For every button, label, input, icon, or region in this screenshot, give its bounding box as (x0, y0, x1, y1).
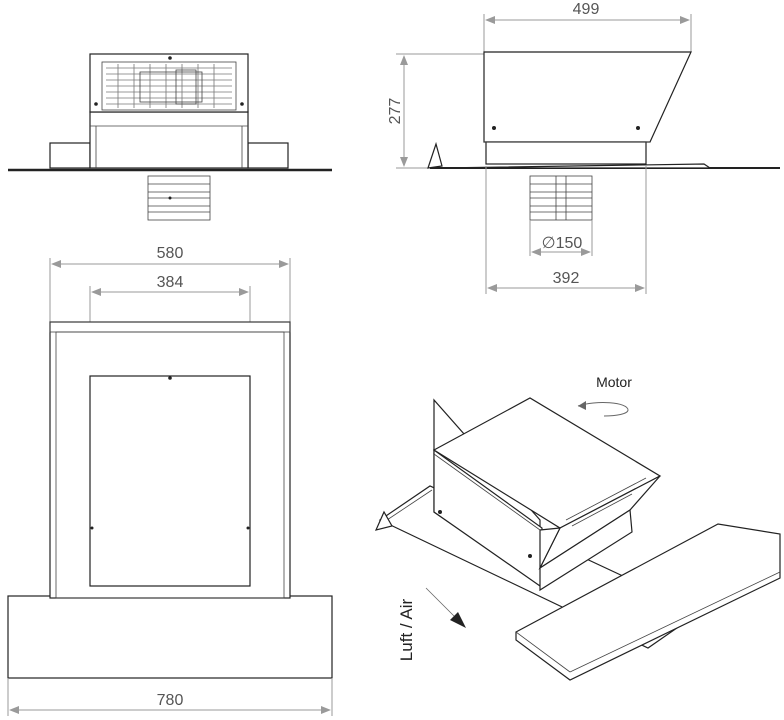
isometric-view: Motor Luft / Air (374, 374, 781, 681)
air-label: Luft / Air (397, 598, 416, 661)
dim-780: 780 (157, 692, 184, 709)
grille-icon (106, 64, 232, 108)
dim-499: 499 (573, 1, 600, 18)
dim-580: 580 (157, 245, 184, 262)
rotation-arrow-icon (578, 401, 586, 410)
dim-392: 392 (553, 270, 580, 287)
front-view (8, 53, 332, 221)
diameter-symbol: ∅ (542, 235, 556, 252)
air-flow-arrow-icon (450, 612, 466, 628)
top-view: 580 384 780 (7, 245, 333, 716)
motor-label: Motor (596, 374, 632, 390)
dim-150: ∅150 (542, 235, 583, 252)
dim-384: 384 (157, 274, 184, 291)
side-view: 499 277 ∅150 392 (387, 1, 780, 294)
dim-277: 277 (387, 98, 404, 125)
